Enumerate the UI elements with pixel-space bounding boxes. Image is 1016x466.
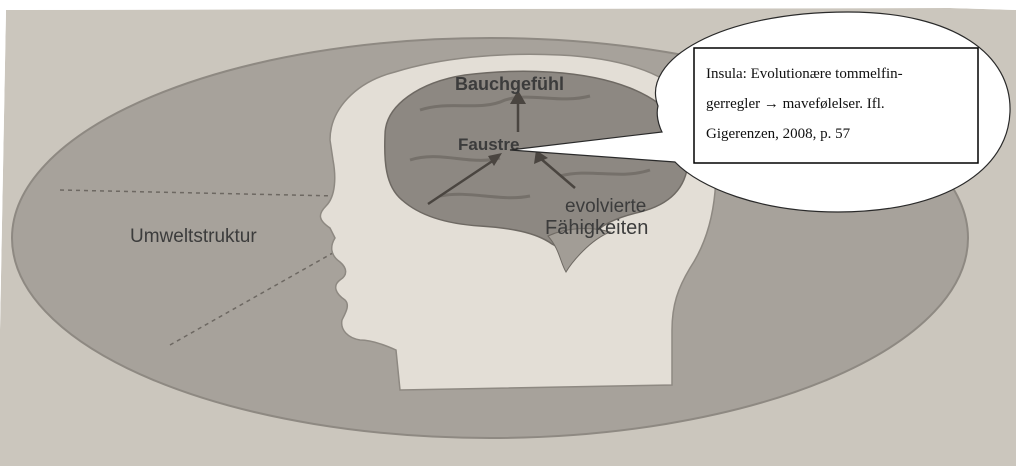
arrow-head-up xyxy=(510,90,526,104)
label-umweltstruktur: Umweltstruktur xyxy=(130,226,257,247)
arrow-head-diag-left xyxy=(488,153,502,166)
arrow-from-umwelt xyxy=(427,158,495,206)
dotted-line-horizontal xyxy=(59,189,431,199)
callout-line-3: Gigerenzen, 2008, p. 57 xyxy=(706,126,851,142)
label-bauchgefuehl: Bauchgefühl xyxy=(455,74,564,94)
callout-line-1: Insula: Evolutionære tommelfin- xyxy=(706,66,903,82)
callout-line-2: gerregler → mavefølelser. Ifl. xyxy=(706,96,885,112)
callout-box xyxy=(693,47,979,164)
brainstem xyxy=(547,228,612,273)
arrow-from-evolvierte xyxy=(539,157,576,189)
brain-fold xyxy=(409,94,651,200)
label-faehigkeiten: Fähigkeiten xyxy=(545,217,648,239)
label-faustregel: Faustre xyxy=(458,135,519,154)
arrow-head-diag-right xyxy=(534,150,548,164)
label-evolvierte: evolvierte xyxy=(565,196,646,217)
